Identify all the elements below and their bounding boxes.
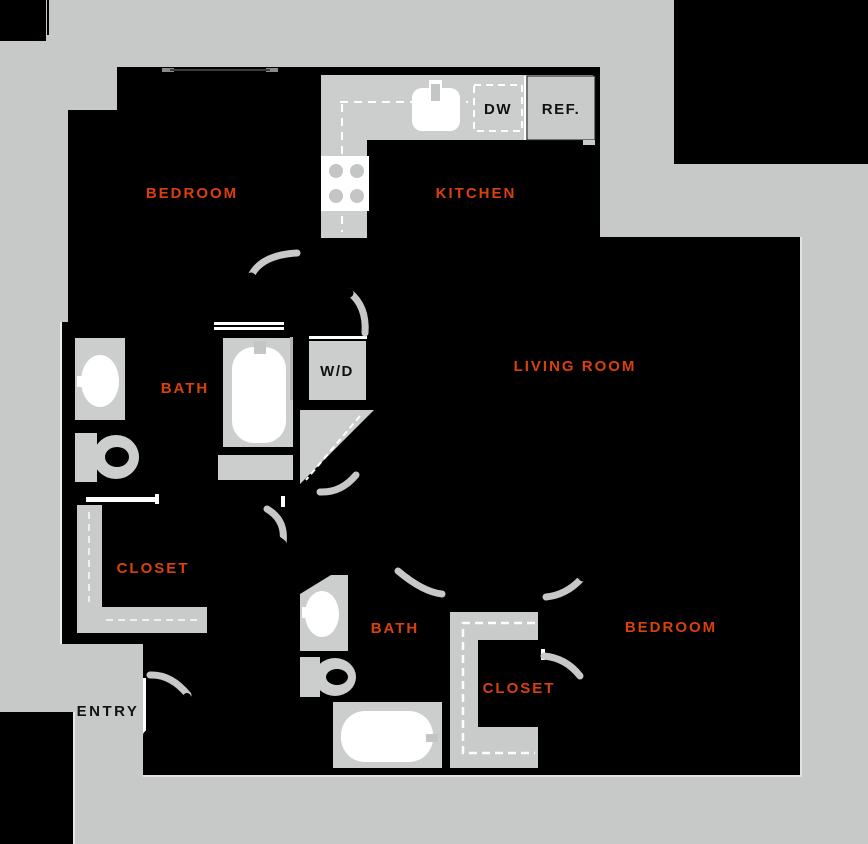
bath2-toilet [300, 657, 356, 697]
bath1-toilet [75, 433, 139, 482]
wd-door-arc [316, 471, 360, 496]
bath2-door-arc [394, 567, 446, 598]
bedroom2-closet-arc [540, 652, 584, 680]
washer-dryer: W/D [290, 337, 374, 484]
closet2-rod-dashed [461, 621, 535, 755]
refrigerator-label: REF. [542, 101, 581, 118]
bath-1-label: BATH [161, 380, 210, 397]
washer-dryer-label: W/D [320, 363, 354, 380]
refrigerator: REF. [524, 75, 596, 145]
entry-label: ENTRY [77, 703, 140, 720]
closet-2-shelf [450, 612, 538, 768]
kitchen-label: KITCHEN [436, 185, 517, 202]
closet-2-label: CLOSET [483, 680, 556, 697]
bedroom1-door-arc [247, 249, 301, 280]
bath2-corner-sink [300, 575, 348, 651]
hall-door-arc2 [263, 505, 287, 547]
room-labels: BEDROOM KITCHEN LIVING ROOM BATH CLOSET … [117, 185, 717, 697]
dishwasher-label: DW [484, 101, 512, 118]
bath1-vanity [75, 338, 125, 420]
window [162, 68, 278, 72]
closet1-rod-dashed [88, 512, 200, 621]
door-leaves [143, 272, 592, 739]
edge-highlights [60, 237, 802, 777]
bedroom-2-label: BEDROOM [625, 619, 717, 636]
bath-2-label: BATH [371, 620, 420, 637]
closet-1-shelf [77, 505, 207, 633]
bedroom-1-label: BEDROOM [146, 185, 238, 202]
bath2-tub [333, 702, 442, 768]
entry-door-arc [146, 671, 192, 699]
bath1-tub [218, 338, 293, 480]
bedroom2-door-arc [542, 575, 585, 601]
living-room-label: LIVING ROOM [514, 358, 637, 375]
dishwasher: DW [473, 84, 523, 132]
stove [321, 156, 369, 211]
kitchen-sink [412, 80, 460, 131]
closet-1-label: CLOSET [117, 560, 190, 577]
unit-outline [62, 67, 800, 775]
